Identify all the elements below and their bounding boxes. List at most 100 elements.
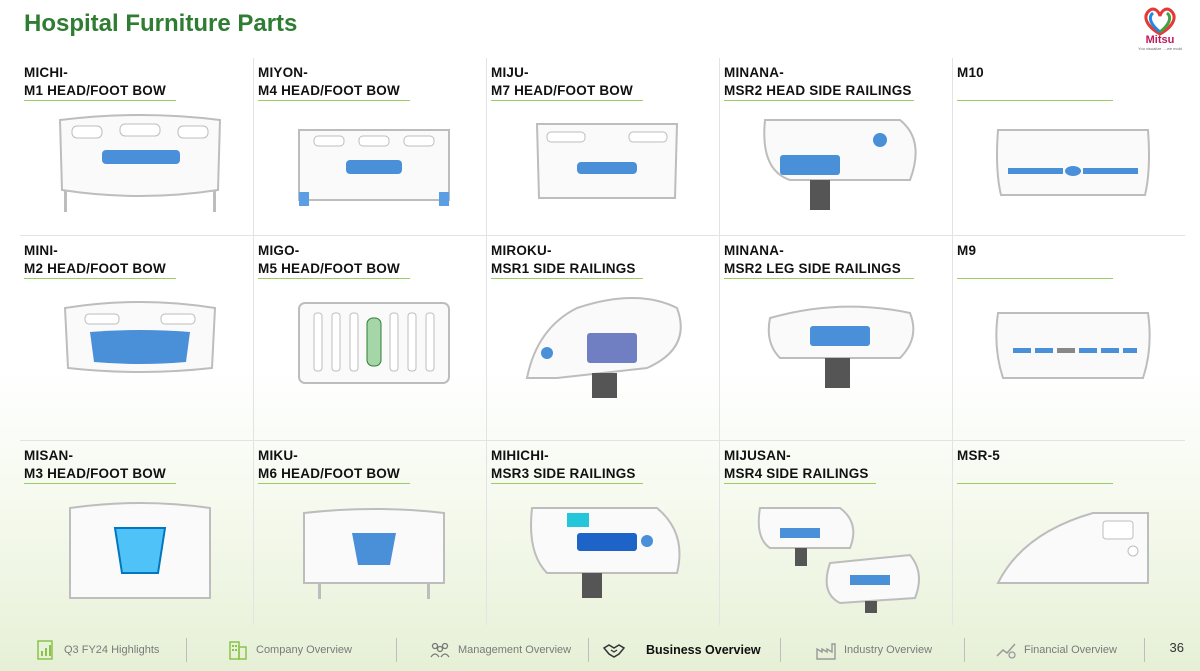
product-code: MIJUSAN-: [724, 448, 791, 463]
product-card: MIROKU- MSR1 SIDE RAILINGS: [486, 235, 719, 440]
product-image: [750, 288, 930, 408]
product-code: MINI-: [24, 243, 58, 258]
footer-separator: [588, 638, 589, 662]
label-underline: [24, 278, 176, 279]
product-card: M9: [952, 235, 1185, 440]
product-label: MICHI- M1 HEAD/FOOT BOW: [24, 64, 166, 100]
product-label: MSR-5: [957, 447, 1000, 465]
product-image: [517, 110, 697, 230]
label-underline: [491, 100, 643, 101]
label-underline: [258, 278, 410, 279]
product-label: MIYON-M4 HEAD/FOOT BOW: [258, 64, 400, 100]
footer-separator: [780, 638, 781, 662]
product-label: MIJU- M7 HEAD/FOOT BOW: [491, 64, 633, 100]
product-description: M7 HEAD/FOOT BOW: [491, 83, 633, 98]
product-card: MSR-5: [952, 440, 1185, 625]
team-icon: [428, 638, 452, 662]
footer-tab-label: Management Overview: [458, 644, 572, 656]
label-underline: [258, 100, 410, 101]
product-code: MSR-5: [957, 448, 1001, 463]
product-description: MSR1 SIDE RAILINGS: [491, 261, 636, 276]
chart-report-icon: [34, 638, 58, 662]
footer-tab-label: Financial Overview: [1024, 644, 1117, 656]
product-code: MISAN-: [24, 448, 74, 463]
product-description: M2 HEAD/FOOT BOW: [24, 261, 166, 276]
footer-separator: [396, 638, 397, 662]
label-underline: [724, 483, 876, 484]
product-card: MIKU- M6 HEAD/FOOT BOW: [253, 440, 486, 625]
product-label: MIJUSAN- MSR4 SIDE RAILINGS: [724, 447, 869, 483]
handshake-icon: [600, 638, 640, 662]
label-underline: [724, 100, 914, 101]
footer-tab-financial-overview[interactable]: Financial Overview: [994, 636, 1117, 664]
label-underline: [724, 278, 914, 279]
logo-tagline: You visualize ... we mold: [1138, 46, 1182, 51]
label-underline: [957, 100, 1113, 101]
product-image: [983, 493, 1163, 613]
product-grid: MICHI- M1 HEAD/FOOT BOW MIYON-M4 HEAD/FOO…: [20, 58, 1200, 628]
label-underline: [491, 278, 643, 279]
footer-tab-company-overview[interactable]: Company Overview: [226, 636, 352, 664]
product-card: MINANA-MSR2 LEG SIDE RAILINGS: [719, 235, 952, 440]
product-code: MINANA-: [724, 243, 784, 258]
label-underline: [258, 483, 410, 484]
product-code: MINANA-: [724, 65, 784, 80]
product-description: M1 HEAD/FOOT BOW: [24, 83, 166, 98]
page-number: 36: [1169, 640, 1184, 655]
footer-tab-q3-fy24-highlights[interactable]: Q3 FY24 Highlights: [34, 636, 159, 664]
product-label: MIROKU- MSR1 SIDE RAILINGS: [491, 242, 636, 278]
footer-tab-business-overview[interactable]: Business Overview: [600, 636, 761, 664]
product-card: MIHICHI- MSR3 SIDE RAILINGS: [486, 440, 719, 625]
product-description: MSR2 HEAD SIDE RAILINGS: [724, 83, 912, 98]
product-image: [750, 110, 930, 230]
product-code: MIROKU-: [491, 243, 552, 258]
product-label: MISAN- M3 HEAD/FOOT BOW: [24, 447, 166, 483]
product-card: MIJUSAN- MSR4 SIDE RAILINGS: [719, 440, 952, 625]
product-image: [750, 493, 930, 613]
logo-name: Mitsu: [1145, 34, 1175, 46]
product-description: MSR4 SIDE RAILINGS: [724, 466, 869, 481]
factory-icon: [814, 638, 838, 662]
label-underline: [957, 278, 1113, 279]
label-underline: [24, 100, 176, 101]
product-label: M10: [957, 64, 984, 82]
product-card: MICHI- M1 HEAD/FOOT BOW: [20, 58, 253, 243]
label-underline: [24, 483, 176, 484]
footer-nav: 36 Q3 FY24 Highlights Company Overview Man…: [0, 628, 1200, 671]
product-card: MINANA- MSR2 HEAD SIDE RAILINGS: [719, 58, 952, 243]
product-card: MIJU- M7 HEAD/FOOT BOW: [486, 58, 719, 243]
product-label: MIHICHI- MSR3 SIDE RAILINGS: [491, 447, 636, 483]
product-label: MIKU- M6 HEAD/FOOT BOW: [258, 447, 400, 483]
product-code: MIJU-: [491, 65, 529, 80]
product-image: [284, 110, 464, 230]
product-description: M3 HEAD/FOOT BOW: [24, 466, 166, 481]
footer-tab-industry-overview[interactable]: Industry Overview: [814, 636, 932, 664]
product-code: MIKU-: [258, 448, 298, 463]
footer-tab-label: Q3 FY24 Highlights: [64, 644, 160, 656]
product-code: MICHI-: [24, 65, 68, 80]
product-label: M9: [957, 242, 976, 260]
building-icon: [226, 638, 250, 662]
logo-mark-icon: [1144, 7, 1176, 36]
product-description: M6 HEAD/FOOT BOW: [258, 466, 400, 481]
footer-tab-label: Business Overview: [646, 643, 761, 657]
page-title: Hospital Furniture Parts: [24, 10, 298, 37]
footer-tab-management-overview[interactable]: Management Overview: [428, 636, 571, 664]
product-description: MSR3 SIDE RAILINGS: [491, 466, 636, 481]
product-code: MIHICHI-: [491, 448, 549, 463]
product-image: [50, 493, 230, 613]
product-image: [983, 288, 1163, 408]
footer-separator: [186, 638, 187, 662]
footer-tab-label: Industry Overview: [844, 644, 933, 656]
product-code: M10: [957, 65, 984, 80]
product-image: [284, 493, 464, 613]
product-image: [50, 288, 230, 408]
product-code: MIYON-: [258, 65, 308, 80]
finance-icon: [994, 638, 1018, 662]
product-label: MINI- M2 HEAD/FOOT BOW: [24, 242, 166, 278]
product-card: MIYON-M4 HEAD/FOOT BOW: [253, 58, 486, 243]
product-code: M9: [957, 243, 977, 258]
footer-separator: [964, 638, 965, 662]
footer-tab-label: Company Overview: [256, 644, 352, 656]
product-image: [983, 110, 1163, 230]
